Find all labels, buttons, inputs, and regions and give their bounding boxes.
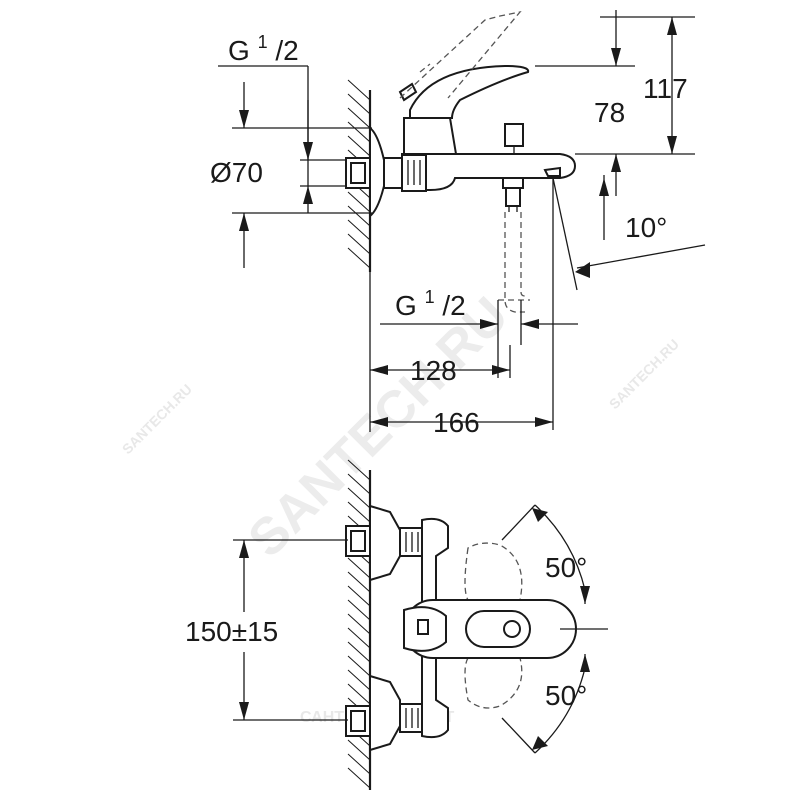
dim-50-deg-up: 50° bbox=[545, 552, 587, 583]
dim-150-lines bbox=[233, 539, 348, 721]
wall-hatch-line bbox=[347, 599, 371, 621]
dim-150: 150±15 bbox=[185, 616, 278, 647]
mixer-body-side bbox=[398, 64, 577, 212]
watermark-side: SANTECH.RU bbox=[119, 381, 195, 457]
wall-hatch-line bbox=[347, 571, 371, 593]
wall-hatch-line bbox=[347, 669, 371, 691]
dim-g-bottom-sup: 1 bbox=[425, 287, 435, 307]
wall-hatch-line bbox=[347, 627, 371, 649]
dim-10-deg: 10° bbox=[625, 212, 667, 243]
angle-lines-10 bbox=[552, 175, 706, 430]
side-view: 10° G 1 /2 Ø70 bbox=[210, 10, 706, 438]
wall-hatch-line bbox=[347, 121, 371, 143]
wall-hatch-line bbox=[347, 459, 371, 481]
wall-hatch-line bbox=[347, 93, 371, 115]
angle-lines-50 bbox=[501, 504, 590, 754]
watermark: SANTECH.RU SANTECH.RU SANTECH.RU САНТЕХК… bbox=[119, 286, 682, 726]
wall-hatch-line bbox=[347, 107, 371, 129]
dim-50-deg-down: 50° bbox=[545, 680, 587, 711]
front-view: 50° 50° 150±15 bbox=[185, 459, 608, 790]
escutcheon-top bbox=[345, 125, 403, 219]
wall-hatch-line bbox=[347, 135, 371, 157]
dim-70-lines bbox=[232, 82, 372, 268]
dim-g-bottom-den: /2 bbox=[442, 290, 465, 321]
wall-hatch-line bbox=[347, 487, 371, 509]
wall-hatch-line bbox=[347, 501, 371, 523]
wall-hatch-line bbox=[347, 205, 371, 227]
watermark-side-right: SANTECH.RU bbox=[606, 336, 682, 412]
dim-128-166-lines bbox=[369, 272, 553, 432]
wall-hatch-line bbox=[347, 683, 371, 705]
wall-hatch-line bbox=[347, 233, 371, 255]
wall-hatch-line bbox=[347, 655, 371, 677]
wall-hatch-line bbox=[347, 219, 371, 241]
lever-range-outline bbox=[464, 542, 523, 709]
dim-g-top-den: /2 bbox=[275, 35, 298, 66]
dim-78: 78 bbox=[594, 97, 625, 128]
dim-117: 117 bbox=[643, 73, 688, 104]
dim-g-top-lines bbox=[218, 65, 345, 213]
dim-70: Ø70 bbox=[210, 157, 263, 188]
wall-hatch-line bbox=[347, 613, 371, 635]
wall-hatch-line bbox=[347, 739, 371, 761]
wall-hatch-line bbox=[347, 247, 371, 269]
dim-78-117-lines bbox=[535, 10, 695, 196]
dim-128: 128 bbox=[410, 355, 457, 386]
dim-166: 166 bbox=[433, 407, 480, 438]
wall-hatch-line bbox=[347, 79, 371, 101]
wall-hatch-line bbox=[347, 473, 371, 495]
dim-g-top-sup: 1 bbox=[258, 32, 268, 52]
hose-outline bbox=[498, 212, 530, 313]
lever-handle-front bbox=[403, 599, 577, 659]
wall-bottom bbox=[347, 459, 372, 790]
dim-g-top: G 1 /2 bbox=[228, 23, 299, 66]
dim-g-bottom: G 1 /2 bbox=[395, 278, 466, 321]
wall-hatch-line bbox=[347, 767, 371, 789]
escutcheon-front-lower bbox=[345, 674, 423, 752]
lever-raised-outline bbox=[399, 11, 522, 99]
wall-hatch-line bbox=[347, 753, 371, 775]
dim-g-top-letter: G bbox=[228, 35, 250, 66]
svg-text:G 1 /2: G 1 /2 bbox=[395, 278, 466, 321]
wall-hatch-line bbox=[347, 191, 371, 213]
svg-text:G 1 /2: G 1 /2 bbox=[228, 23, 299, 66]
escutcheon-front-upper bbox=[345, 504, 423, 582]
wall-hatch-line bbox=[347, 557, 371, 579]
dim-g-bottom-letter: G bbox=[395, 290, 417, 321]
wall-hatch-line bbox=[347, 585, 371, 607]
wall-hatch-line bbox=[347, 641, 371, 663]
dim-g-bottom-lines bbox=[380, 300, 578, 378]
